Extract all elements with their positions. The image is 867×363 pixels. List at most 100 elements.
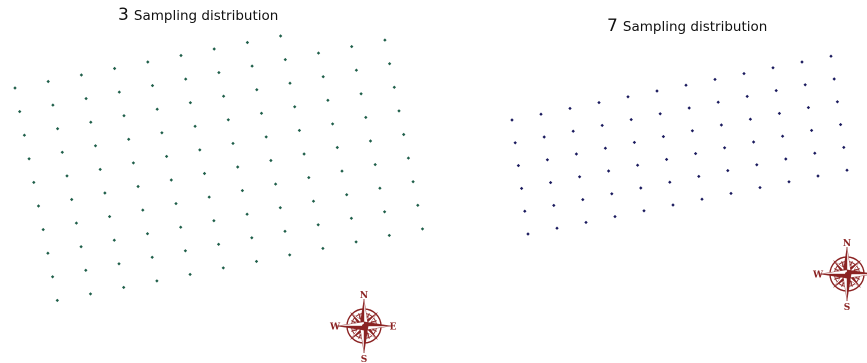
sample-point [546,158,549,161]
sample-point [810,129,813,132]
compass-label-n: N [843,239,851,249]
sample-point [771,66,774,69]
sample-point [340,169,343,172]
sample-point [584,221,587,224]
sample-point [694,152,697,155]
sample-point [118,90,121,93]
sample-point [655,89,658,92]
sample-point [227,118,230,121]
sample-point [47,80,50,83]
sample-point [555,227,558,230]
sample-point [269,159,272,162]
compass-spike [364,322,391,326]
sample-point [421,227,424,230]
sample-point [56,127,59,130]
sample-point [697,175,700,178]
sample-point [79,245,82,248]
sample-point [174,202,177,205]
sample-point [184,77,187,80]
sample-point [151,84,154,87]
sample-point [572,130,575,133]
sample-point [520,187,523,190]
sample-point [80,73,83,76]
sample-point [156,108,159,111]
sample-point [668,181,671,184]
sample-point [807,106,810,109]
compass-label-s: S [844,303,851,311]
sample-point [56,299,59,302]
sample-point [578,175,581,178]
sample-point [659,112,662,115]
sample-point [213,47,216,50]
sample-point [250,236,253,239]
sample-point [321,247,324,250]
sample-point [208,195,211,198]
sample-point [94,144,97,147]
sample-point [383,210,386,213]
sample-point [787,180,790,183]
sample-point [265,135,268,138]
compass-spike [847,274,851,301]
sample-point [179,226,182,229]
sample-point [317,223,320,226]
sample-point [293,105,296,108]
compass-rose-icon: NSEW [812,237,867,311]
sample-point [662,135,665,138]
sample-point [407,156,410,159]
sample-point [99,168,102,171]
sample-point [575,152,578,155]
sample-point [671,203,674,206]
sample-point [193,125,196,128]
sample-point [179,54,182,57]
compass-label-n: N [360,291,368,301]
sample-point [298,129,301,132]
sample-point [246,41,249,44]
sample-point [132,161,135,164]
sample-point [636,164,639,167]
sample-point [231,142,234,145]
sample-point [84,97,87,100]
sample-point [326,99,329,102]
sample-point [170,178,173,181]
sample-point [136,185,139,188]
sample-point [336,146,339,149]
sample-point [601,124,604,127]
sample-point [517,164,520,167]
sample-point [122,286,125,289]
sample-point [18,110,21,113]
sample-point [236,165,239,168]
sample-point [378,187,381,190]
sample-point [411,180,414,183]
compass-label-s: S [361,355,368,363]
sample-point [350,45,353,48]
sample-point [113,239,116,242]
sample-points-field [0,0,440,330]
compass-spike [820,274,847,278]
sample-point [729,192,732,195]
sample-point [833,77,836,80]
sample-point [755,163,758,166]
sample-point [70,198,73,201]
sample-point [778,112,781,115]
sample-point [198,148,201,151]
sample-point [155,279,158,282]
sample-point [113,67,116,70]
sample-point [626,95,629,98]
sample-point [160,131,163,134]
sample-point [184,249,187,252]
sample-point [784,157,787,160]
compass-spike [337,322,364,326]
sample-point [188,273,191,276]
sample-point [568,107,571,110]
sample-point [633,141,636,144]
sample-point [222,95,225,98]
sample-point [526,232,529,235]
sample-points-field [490,0,867,330]
sample-point [27,157,30,160]
sample-point [37,204,40,207]
sample-point [355,69,358,72]
sample-point [749,118,752,121]
sample-point [388,234,391,237]
sample-point [89,292,92,295]
sample-point [639,186,642,189]
